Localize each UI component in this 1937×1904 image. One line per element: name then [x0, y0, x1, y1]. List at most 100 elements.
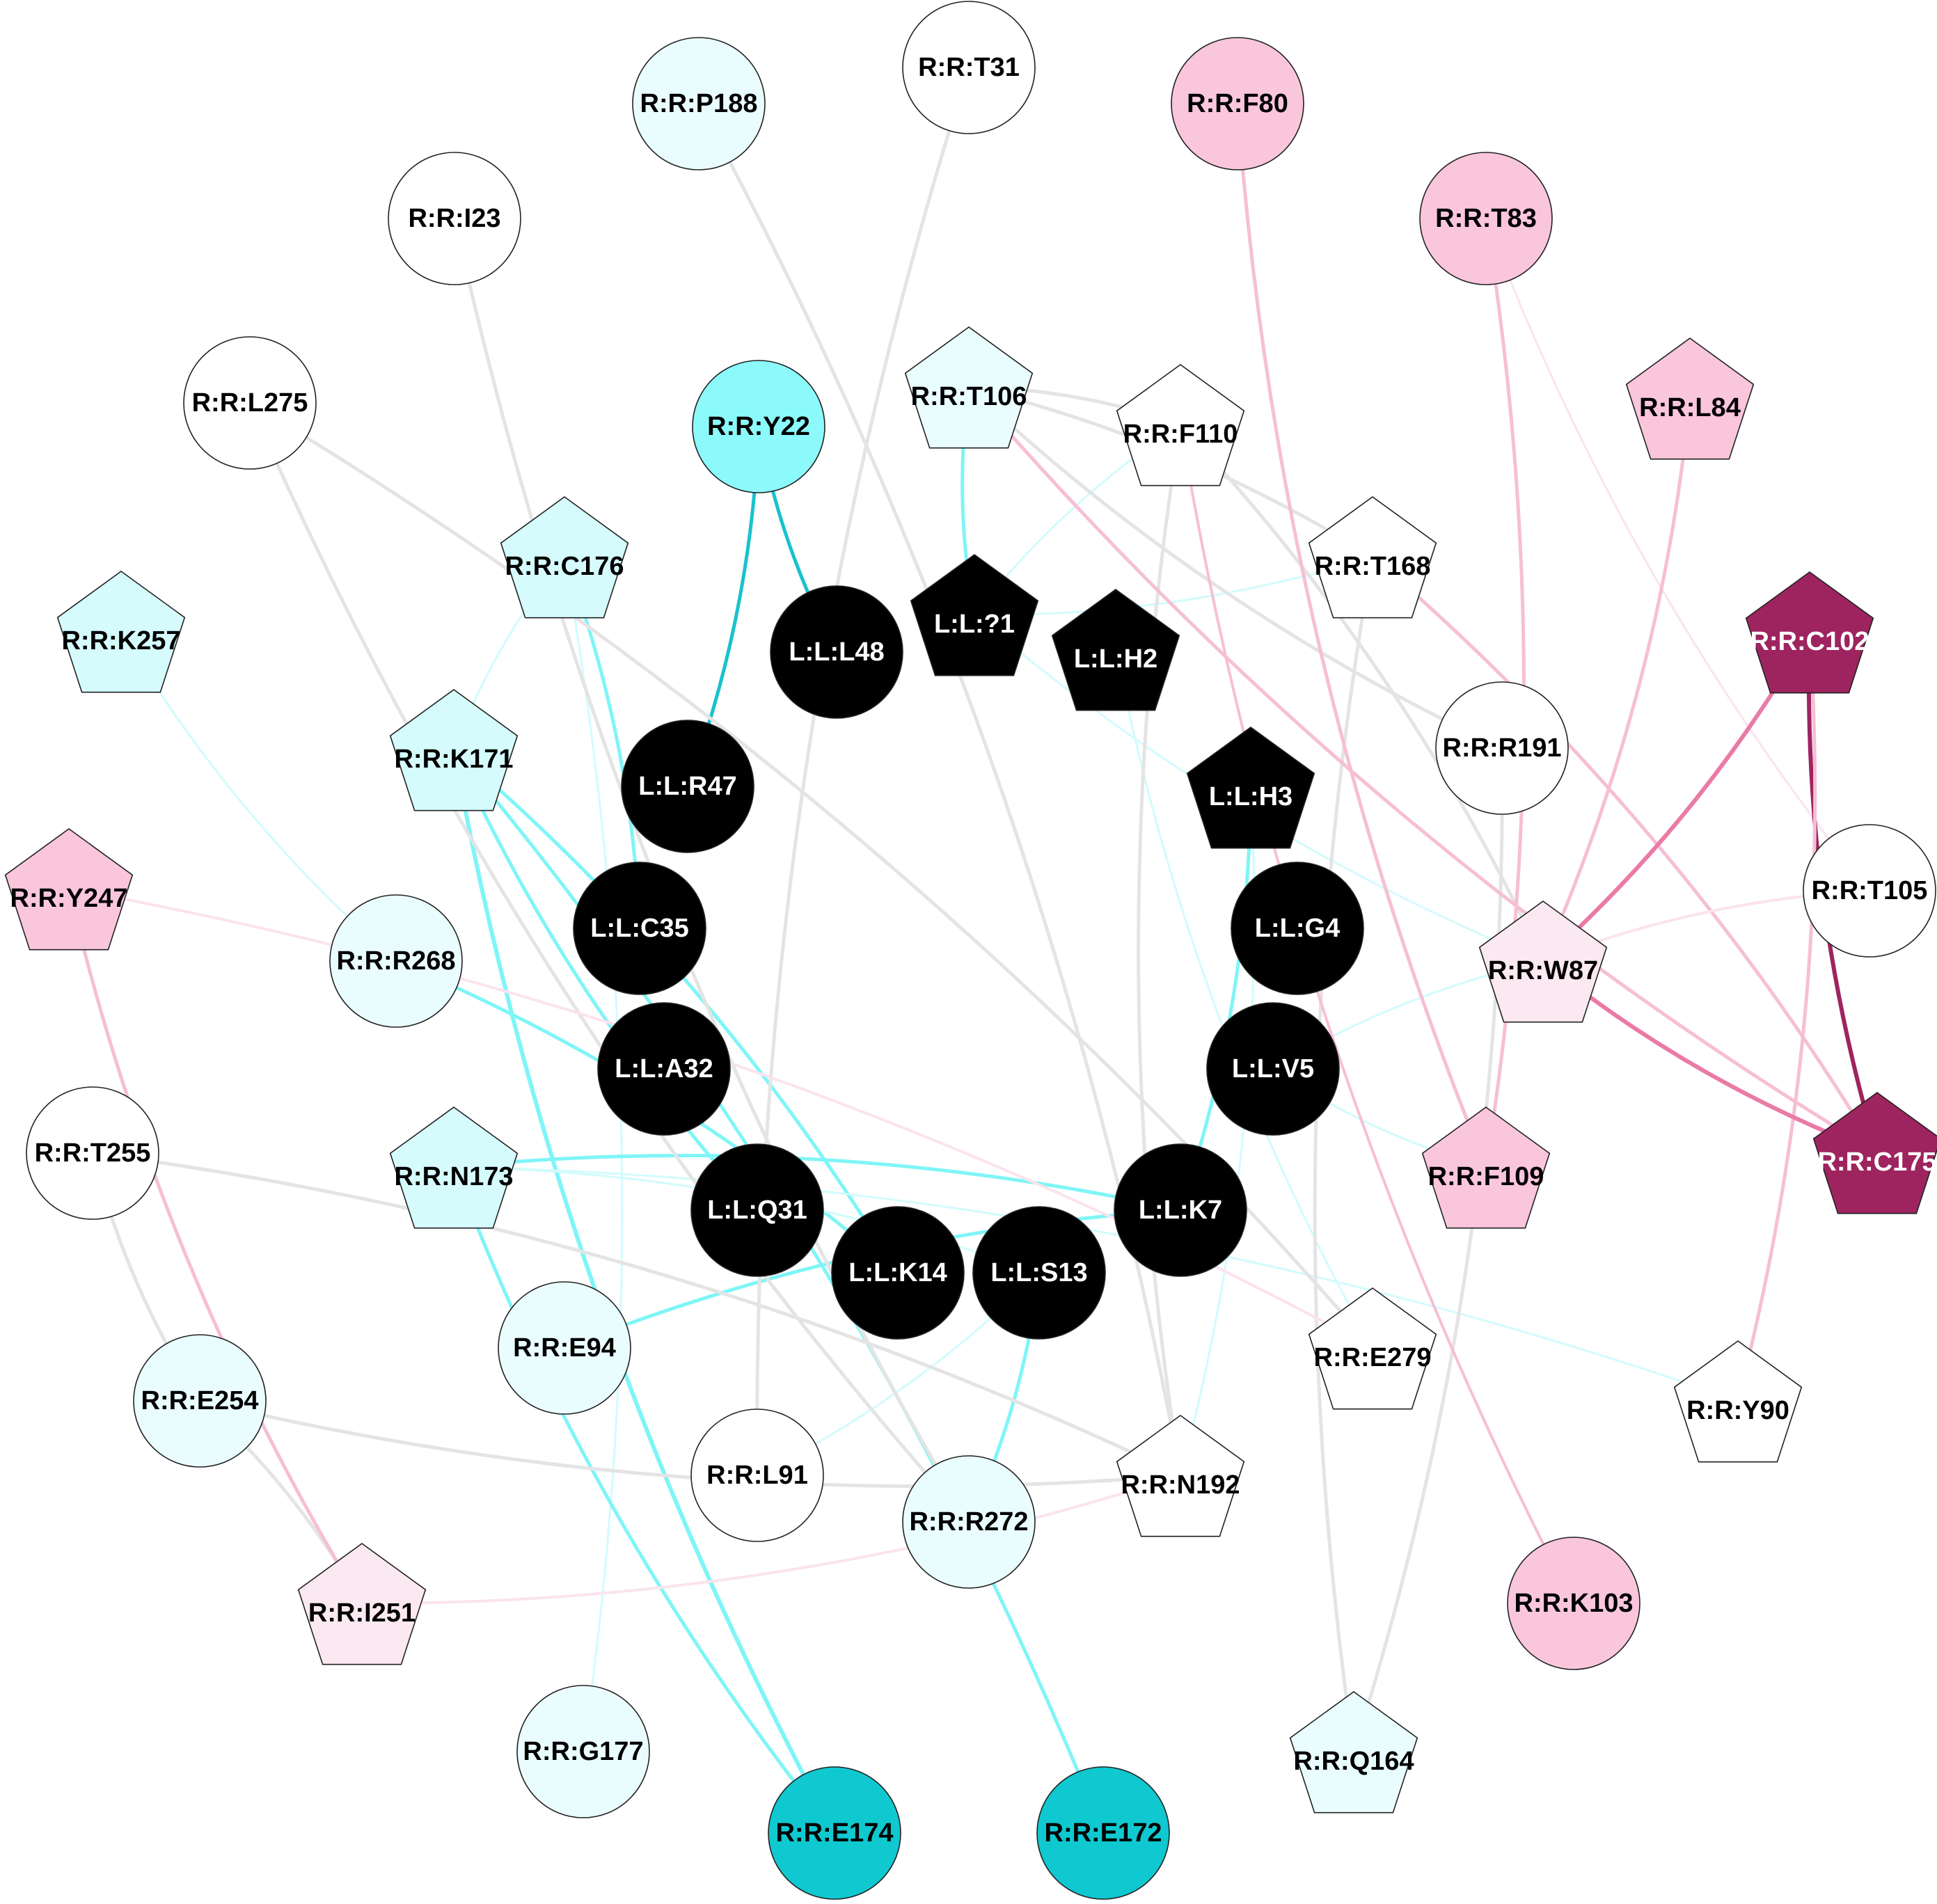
node-shape-circle: [1803, 824, 1936, 958]
node-r-r-e174: R:R:E174: [768, 1766, 901, 1900]
node-r-r-r268: R:R:R268: [329, 894, 463, 1028]
node-shape-pentagon: [1812, 1092, 1937, 1214]
node-label: R:R:Y247: [10, 884, 128, 913]
edge-r-r-f80-to-r-r-f109: [1235, 102, 1488, 1169]
node-r-r-l91: R:R:L91: [690, 1409, 824, 1542]
node-r-r-y247: R:R:Y247: [4, 828, 134, 951]
node-r-r-e172: R:R:E172: [1036, 1766, 1170, 1900]
node-r-r-t105: R:R:T105: [1803, 824, 1936, 958]
node-r-r-t255: R:R:T255: [26, 1086, 159, 1220]
node-label: R:R:T255: [35, 1139, 151, 1168]
edge-r-r-t106-to-r-r-c175: [967, 385, 1879, 1155]
node-label: R:R:E94: [513, 1333, 616, 1363]
node-label: R:R:L84: [1639, 393, 1741, 422]
node-label: L:L:L48: [789, 637, 884, 667]
node-r-r-i23: R:R:I23: [388, 152, 521, 285]
node-l-l-a32: L:L:A32: [597, 1002, 731, 1136]
node-label: R:R:Y90: [1686, 1396, 1789, 1425]
node-shape-circle: [498, 1281, 631, 1415]
node-label: R:R:T31: [918, 53, 1020, 82]
node-shape-pentagon: [500, 496, 629, 619]
node-shape-circle: [690, 1143, 824, 1277]
node-l-l-k14: L:L:K14: [831, 1206, 965, 1340]
edge-r-r-t106-to-r-r-r191: [967, 385, 1504, 750]
node-l-l-h2: L:L:H2: [1051, 589, 1180, 711]
node-label: R:R:G177: [523, 1737, 643, 1766]
node-shape-circle: [768, 1766, 901, 1900]
node-l-l-r47: L:L:R47: [621, 720, 754, 853]
node-shape-circle: [632, 37, 766, 170]
node-label: R:R:K257: [61, 626, 180, 656]
node-label: L:L:H2: [1074, 644, 1157, 674]
node-r-r-n192: R:R:N192: [1116, 1415, 1245, 1537]
node-r-r-f80: R:R:F80: [1171, 37, 1304, 170]
node-r-r-g177: R:R:G177: [516, 1685, 650, 1818]
node-label: R:R:C102: [1750, 627, 1869, 656]
node-r-r-t106: R:R:T106: [904, 326, 1034, 449]
node-shape-pentagon: [1116, 364, 1245, 486]
edge-r-r-t168-to-r-r-q164: [1313, 555, 1375, 1754]
node-shape-pentagon: [1308, 496, 1437, 619]
node-label: R:R:F110: [1123, 420, 1238, 449]
node-r-r-e94: R:R:E94: [498, 1281, 631, 1415]
node-label: L:L:S13: [990, 1258, 1087, 1287]
node-label: L:L:G4: [1255, 914, 1340, 943]
node-r-r-k171: R:R:K171: [389, 689, 519, 811]
node-r-r-f109: R:R:F109: [1421, 1106, 1551, 1229]
edge-r-r-f110-to-r-r-k103: [1179, 423, 1575, 1605]
node-label: R:R:L275: [192, 388, 308, 418]
node-label: R:R:F109: [1428, 1162, 1544, 1191]
node-r-r-t168: R:R:T168: [1308, 496, 1437, 619]
node-l-l-v5: L:L:V5: [1206, 1002, 1340, 1136]
node-label: L:L:Q31: [707, 1196, 807, 1225]
node-shape-circle: [1114, 1143, 1247, 1277]
edge-r-r-k171-to-l-l-q31: [452, 747, 759, 1212]
node-shape-circle: [573, 862, 706, 995]
node-shape-circle: [1206, 1002, 1340, 1136]
edge-r-r-n173-to-l-l-k7: [452, 1154, 1183, 1212]
node-shape-pentagon: [389, 689, 519, 811]
node-r-r-t83: R:R:T83: [1419, 152, 1553, 285]
node-l-l-c35: L:L:C35: [573, 862, 706, 995]
node-l-l-l48: L:L:L48: [770, 585, 903, 719]
node-r-r-k257: R:R:K257: [56, 571, 186, 693]
node-l-l-q31: L:L:Q31: [690, 1143, 824, 1277]
node-shape-circle: [1171, 37, 1304, 170]
node-l-l-s13: L:L:S13: [972, 1206, 1106, 1340]
node-label: R:R:E172: [1045, 1818, 1162, 1848]
node-r-r-f110: R:R:F110: [1116, 364, 1245, 486]
node-label: L:L:K7: [1139, 1196, 1222, 1225]
node-shape-pentagon: [4, 828, 134, 951]
node-label: R:R:T105: [1812, 876, 1928, 905]
node-shape-circle: [690, 1409, 824, 1542]
node-r-r-n173: R:R:N173: [389, 1106, 519, 1229]
node-label: L:L:?1: [934, 610, 1015, 639]
node-shape-circle: [1419, 152, 1553, 285]
node-shape-circle: [770, 585, 903, 719]
node-label: R:R:Y22: [707, 412, 810, 441]
node-label: R:R:E254: [141, 1386, 259, 1415]
node-label: R:R:E174: [776, 1818, 894, 1848]
edge-r-r-y247-to-r-r-i251: [67, 887, 364, 1605]
node-l-l-h3: L:L:H3: [1186, 727, 1315, 849]
node-shape-circle: [516, 1685, 650, 1818]
node-label: R:R:T83: [1435, 204, 1537, 233]
node-r-r-y22: R:R:Y22: [692, 360, 825, 493]
node-label: R:R:E279: [1314, 1343, 1432, 1372]
node-label: L:L:R47: [638, 772, 736, 801]
node-shape-pentagon: [1745, 571, 1874, 694]
node-shape-circle: [1435, 681, 1569, 815]
node-r-r-c102: R:R:C102: [1745, 571, 1874, 694]
node-shape-pentagon: [56, 571, 186, 693]
node-label: R:R:C175: [1817, 1148, 1936, 1177]
node-label: R:R:K103: [1514, 1589, 1633, 1618]
edge-r-r-n173-to-r-r-e174: [452, 1165, 837, 1835]
node-shape-circle: [1507, 1537, 1640, 1670]
node-shape-pentagon: [1051, 589, 1180, 711]
node-shape-pentagon: [1116, 1415, 1245, 1537]
node-r-r-e279: R:R:E279: [1308, 1287, 1437, 1410]
node-label: R:R:T168: [1315, 552, 1431, 581]
node-r-r-y90: R:R:Y90: [1673, 1340, 1803, 1463]
node-label: R:R:W87: [1488, 956, 1598, 985]
